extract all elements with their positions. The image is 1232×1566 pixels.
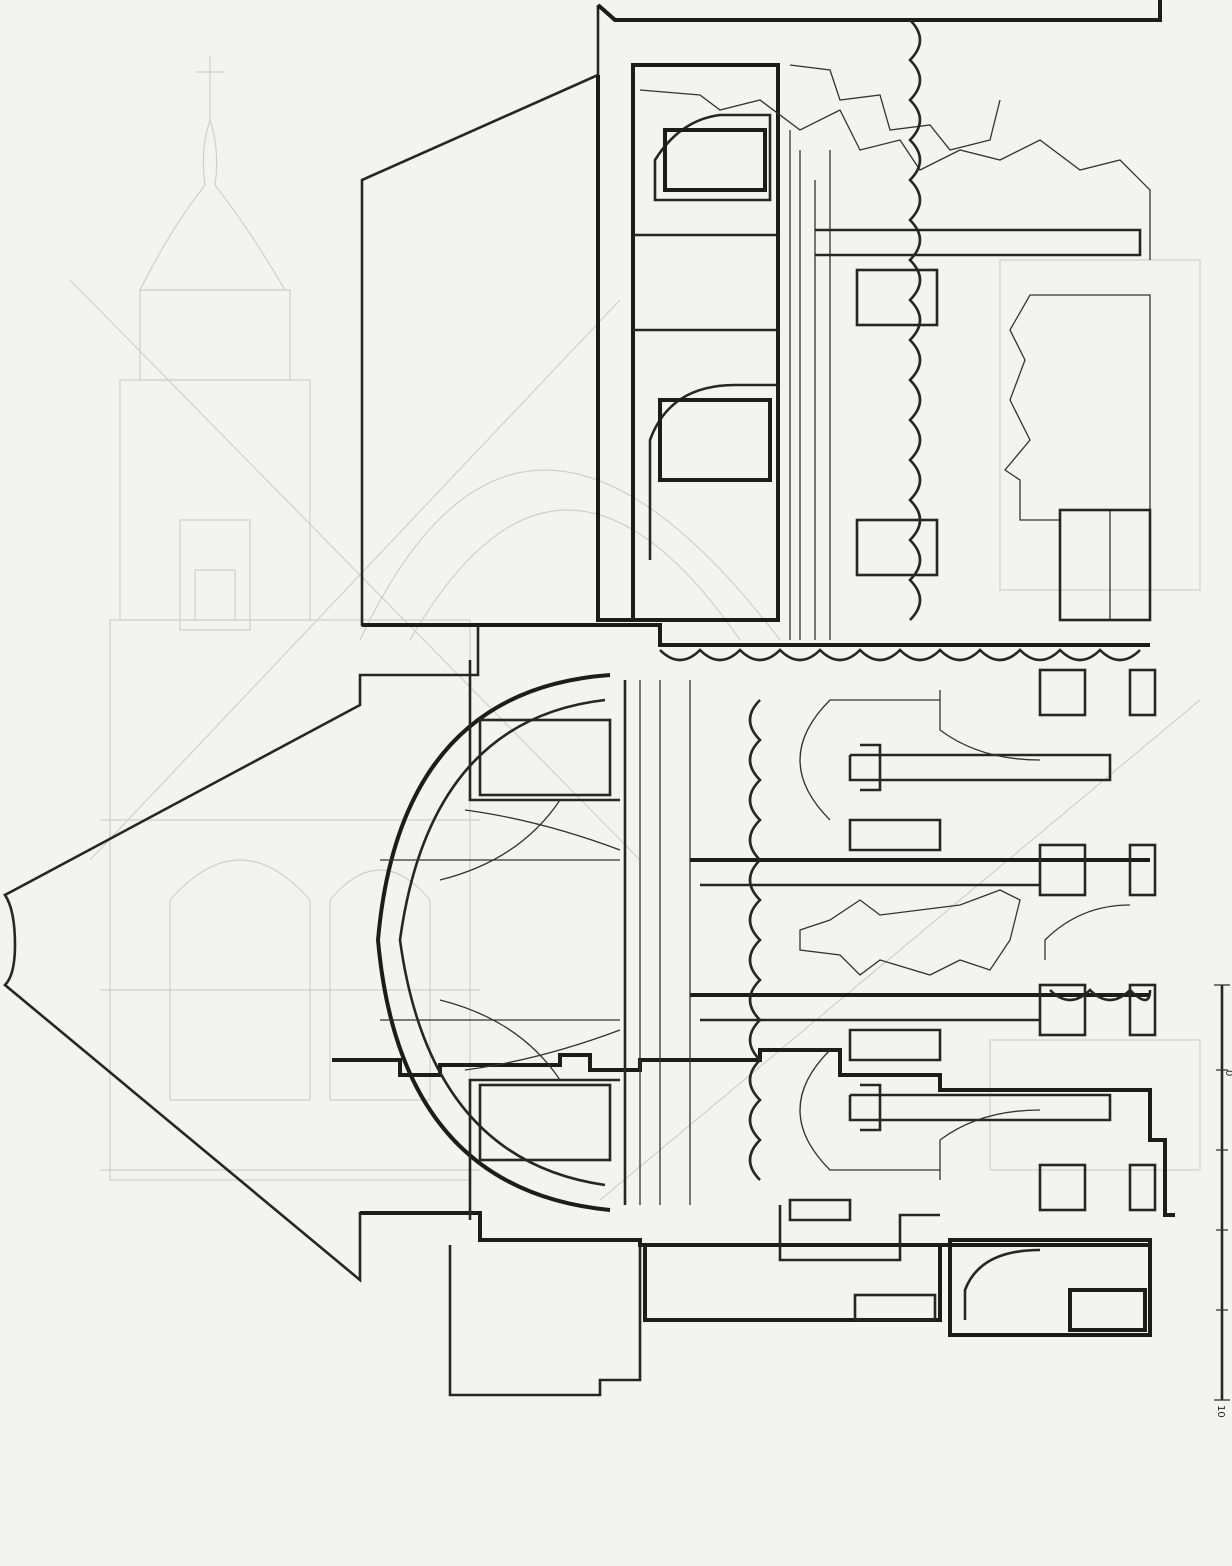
- dome-drum: [468, 660, 620, 802]
- column-base-7: [1128, 983, 1157, 1037]
- nave-niche-mid: [1044, 904, 1131, 960]
- dome-drum-lower: [468, 1078, 620, 1220]
- building-outline: [332, 0, 1175, 1247]
- column-base-8: [1128, 1163, 1157, 1212]
- nave-vault-scallops-mid: [1049, 988, 1152, 1002]
- dome-inner-shell: [398, 698, 606, 1187]
- roof-base-wall: [362, 623, 1150, 647]
- lower-chapel-niche: [963, 1248, 1041, 1320]
- scale-bar: 0 10: [1214, 984, 1232, 1418]
- column-base-4: [1038, 1163, 1087, 1212]
- dome-pendentive-2: [439, 799, 561, 881]
- upper-ruin-edge: [639, 89, 1151, 260]
- column-pair-2: [848, 818, 942, 852]
- lower-column: [788, 1198, 852, 1222]
- background-facade-elevation: [69, 55, 1201, 1201]
- lower-chapel-section: [448, 1198, 1152, 1397]
- altar-block: [1058, 508, 1152, 622]
- dome-pendentive: [439, 999, 561, 1081]
- lower-wall-step: [448, 1245, 642, 1397]
- upper-ruin-edge-2: [789, 64, 1001, 151]
- tower-belfry: [139, 289, 291, 381]
- nave-niche-lower: [939, 1109, 1041, 1180]
- column-pair-4: [848, 1083, 1112, 1132]
- tower-spire: [139, 118, 287, 291]
- background-dome-arc: [359, 469, 781, 641]
- upper-chapel-section: [631, 19, 1152, 640]
- background-diagonal-3: [599, 699, 1201, 1201]
- column-base-2: [1038, 843, 1087, 897]
- nave-vault-scallops-top: [659, 648, 1141, 662]
- tower-upper-body: [119, 379, 311, 621]
- upper-chapel-arch: [648, 383, 778, 560]
- roof-profile: [3, 5, 600, 1283]
- scale-label-start: 10: [1215, 1405, 1226, 1418]
- roof-line: [3, 5, 600, 1283]
- altar-ruin-outline: [1004, 294, 1151, 621]
- dome-outer-shell: [375, 673, 611, 1212]
- upper-small-window-2: [855, 518, 939, 577]
- nave-ruin-outline: [799, 889, 1021, 976]
- scale-label-end: 0: [1223, 1070, 1232, 1076]
- column-base-1: [1038, 668, 1087, 717]
- dome-window-lower: [478, 1083, 612, 1162]
- tower-window: [179, 519, 251, 631]
- lower-chapel-frame: [643, 1243, 942, 1322]
- tower-window-inner: [194, 569, 236, 621]
- nave-arch-lower: [799, 1049, 940, 1171]
- facade-main-block: [109, 619, 471, 1181]
- lower-wall-step-2: [778, 1205, 940, 1262]
- upper-wall-outline: [596, 0, 1162, 22]
- background-diagonal-2: [89, 299, 621, 861]
- dome-rib-curve: [464, 809, 621, 851]
- nave-vault-scallops-left: [748, 699, 762, 1181]
- dome-rib-curve-2: [464, 1029, 621, 1071]
- column-base-5: [1128, 668, 1157, 717]
- upper-vault-scallops: [908, 19, 922, 621]
- upper-chapel-window: [663, 128, 767, 192]
- background-diagonal: [69, 279, 641, 861]
- column-pair-1: [848, 743, 1112, 792]
- lower-chapel-window: [1068, 1288, 1147, 1332]
- upper-chapel-niche: [653, 113, 772, 202]
- dome-section: [375, 660, 691, 1220]
- background-dome-arc-inner: [409, 509, 741, 641]
- column-pair-3: [848, 1028, 942, 1062]
- upper-small-window: [855, 268, 939, 327]
- column-base-6: [1128, 843, 1157, 897]
- background-tower-right: [999, 259, 1201, 591]
- upper-chapel-frame: [631, 63, 780, 622]
- upper-chapel-window-2: [658, 398, 772, 482]
- background-block-lower-right: [989, 1039, 1201, 1171]
- nave-niche-upper: [939, 690, 1041, 761]
- lower-chapel-slot: [853, 1293, 937, 1322]
- nave-arcade: [659, 648, 1157, 1212]
- column-base-3: [1038, 983, 1087, 1037]
- facade-arch-2: [329, 869, 431, 1101]
- upper-beam: [815, 228, 1142, 257]
- lower-chapel-frame-2: [948, 1238, 1152, 1337]
- nave-arch-upper: [799, 699, 940, 821]
- facade-arch: [169, 859, 311, 1101]
- dome-window-upper: [478, 718, 612, 797]
